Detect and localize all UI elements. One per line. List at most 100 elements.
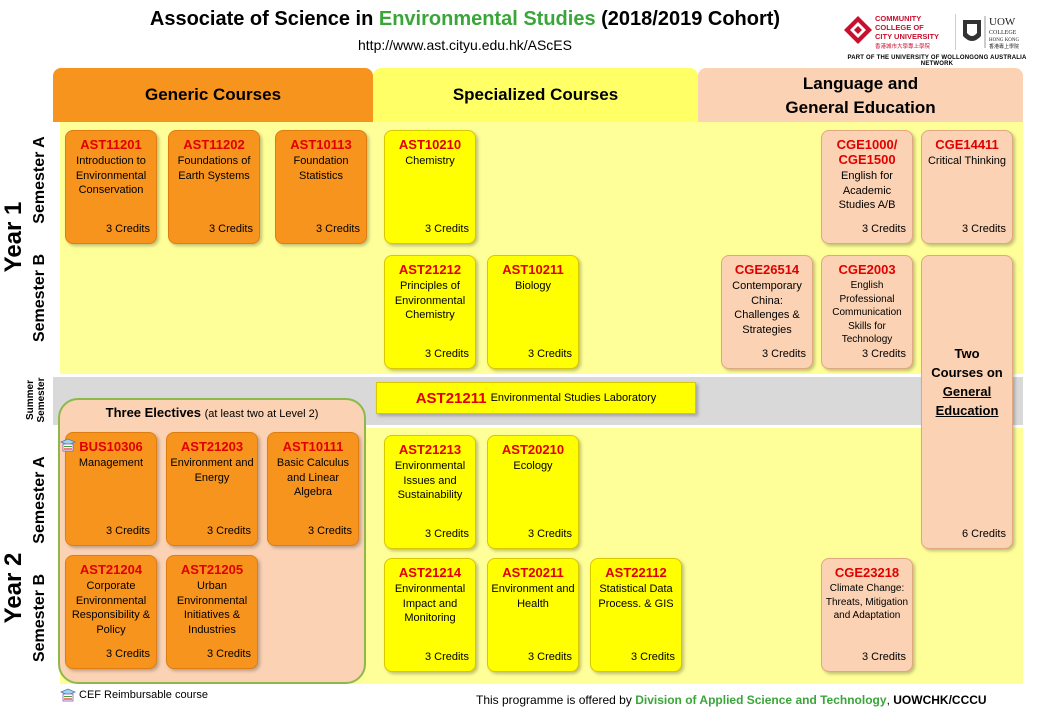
course-name: English Professional Communication Skill…: [832, 280, 902, 345]
ge-line3: General: [942, 384, 992, 399]
course-credits: 3 Credits: [424, 348, 469, 360]
course-name: Statistical Data Process. & GIS: [598, 583, 674, 610]
course-name: Management: [78, 457, 144, 469]
cccu-logo: COMMUNITY COLLEGE OF CITY UNIVERSITY 香港城…: [842, 12, 942, 52]
course-card[interactable]: CGE2003 English Professional Communicati…: [821, 255, 913, 369]
course-credits: 3 Credits: [206, 648, 251, 660]
svg-text:UOW: UOW: [989, 16, 1016, 28]
course-name: Foundation Statistics: [293, 155, 349, 182]
cccu-emblem-icon: COMMUNITY COLLEGE OF CITY UNIVERSITY 香港城…: [844, 14, 939, 50]
title-prefix: Associate of Science in: [149, 8, 374, 30]
course-credits: 3 Credits: [961, 223, 1006, 235]
course-card[interactable]: AST21205 Urban Environmental Initiatives…: [166, 555, 258, 669]
course-code: AST21212: [398, 262, 462, 277]
year1-semester-a-label: Semester A: [31, 136, 48, 224]
course-code: CGE26514: [734, 262, 800, 277]
svg-text:COLLEGE OF: COLLEGE OF: [875, 23, 924, 32]
course-card[interactable]: AST11201 Introduction to Environmental C…: [65, 130, 157, 244]
summer-semester-label: Summer Semester: [25, 377, 47, 422]
ge-line4: Education: [935, 403, 999, 418]
course-credits: 3 Credits: [861, 651, 906, 663]
course-name: Biology: [514, 280, 552, 292]
course-credits: 3 Credits: [105, 223, 150, 235]
course-card[interactable]: AST10111 Basic Calculus and Linear Algeb…: [267, 432, 359, 546]
svg-text:COMMUNITY: COMMUNITY: [875, 14, 921, 23]
course-code: AST10210: [398, 137, 462, 152]
course-card[interactable]: AST21213 Environmental Issues and Sustai…: [384, 435, 476, 549]
course-name: Urban Environmental Initiatives & Indust…: [176, 580, 248, 636]
header-generic-courses: Generic Courses: [53, 68, 373, 122]
course-credits: 3 Credits: [307, 525, 352, 537]
course-credits: 3 Credits: [424, 651, 469, 663]
general-education-card[interactable]: Two Courses on General Education 6 Credi…: [921, 255, 1013, 549]
course-credits: 3 Credits: [206, 525, 251, 537]
course-card[interactable]: AST22112 Statistical Data Process. & GIS…: [590, 558, 682, 672]
course-card[interactable]: AST21203 Environment and Energy 3 Credit…: [166, 432, 258, 546]
course-code: AST20210: [501, 442, 565, 457]
course-card[interactable]: AST10113 Foundation Statistics 3 Credits: [275, 130, 367, 244]
programme-url[interactable]: http://www.ast.cityu.edu.hk/AScES: [358, 37, 572, 53]
course-code: AST11201: [80, 137, 142, 152]
year1-label: Year 1: [0, 201, 27, 273]
header-lang-line2: General Education: [785, 98, 936, 117]
course-card[interactable]: CGE1000/ CGE1500 English for Academic St…: [821, 130, 913, 244]
course-card[interactable]: CGE14411 Critical Thinking 3 Credits: [921, 130, 1013, 244]
course-name: Corporate Environmental Responsibility &…: [71, 580, 151, 636]
svg-text:香港城市大學專上學院: 香港城市大學專上學院: [875, 42, 931, 50]
course-credits: 3 Credits: [315, 223, 360, 235]
course-code: AST10211: [502, 262, 564, 277]
course-name: Environmental Studies Laboratory: [490, 392, 657, 404]
header-generic-label: Generic Courses: [144, 85, 282, 104]
course-card[interactable]: CGE23218 Climate Change: Threats, Mitiga…: [821, 558, 913, 672]
title-highlight: Environmental Studies: [378, 8, 596, 30]
summer-label-line2: Semester: [36, 377, 47, 423]
footer-note: This programme is offered by Division of…: [476, 693, 987, 707]
footer-prefix: This programme is offered by: [476, 693, 632, 707]
course-code: AST21205: [180, 562, 244, 577]
year2-label: Year 2: [0, 552, 27, 624]
course-card[interactable]: AST21212 Principles of Environmental Che…: [384, 255, 476, 369]
course-code: AST21211: [415, 389, 487, 407]
svg-text:COLLEGE: COLLEGE: [989, 30, 1017, 36]
course-code: CGE1000/ CGE1500: [836, 137, 898, 167]
svg-text:HONG KONG: HONG KONG: [989, 38, 1020, 43]
course-code: AST21204: [79, 562, 143, 577]
course-name: Principles of Environmental Chemistry: [394, 280, 466, 321]
uow-crest-icon: UOW COLLEGE HONG KONG 香港專上學院: [954, 14, 1020, 50]
svg-text:香港專上學院: 香港專上學院: [989, 43, 1019, 50]
footer-division-link[interactable]: Division of Applied Science and Technolo…: [635, 693, 887, 707]
course-card[interactable]: CGE26514 Contemporary China: Challenges …: [721, 255, 813, 369]
course-code: AST21203: [180, 439, 244, 454]
course-code: AST10111: [282, 439, 344, 454]
course-credits: 3 Credits: [861, 223, 906, 235]
year2-semester-b-label: Semester B: [31, 573, 48, 663]
electives-subtitle: (at least two at Level 2): [204, 408, 319, 420]
year1-semester-b-label: Semester B: [31, 253, 48, 343]
course-card[interactable]: AST21204 Corporate Environmental Respons…: [65, 555, 157, 669]
course-card[interactable]: AST10210 Chemistry 3 Credits: [384, 130, 476, 244]
course-code: AST10113: [290, 137, 352, 152]
header-specialized-courses: Specialized Courses: [373, 68, 698, 122]
course-code: AST20211: [502, 565, 564, 580]
course-card[interactable]: BUS10306 Management 3 Credits: [65, 432, 157, 546]
course-credits: 3 Credits: [424, 528, 469, 540]
course-card[interactable]: AST10211 Biology 3 Credits: [487, 255, 579, 369]
ge-description: Two Courses on General Education: [925, 344, 1009, 420]
course-credits: 3 Credits: [527, 348, 572, 360]
course-card[interactable]: AST21214 Environmental Impact and Monito…: [384, 558, 476, 672]
summer-lab-course[interactable]: AST21211 Environmental Studies Laborator…: [376, 382, 696, 414]
course-code: CGE23218: [834, 565, 900, 580]
course-name: Chemistry: [405, 155, 455, 167]
course-card[interactable]: AST11202 Foundations of Earth Systems 3 …: [168, 130, 260, 244]
course-credits: 3 Credits: [761, 348, 806, 360]
course-card[interactable]: AST20210 Ecology 3 Credits: [487, 435, 579, 549]
course-credits: 6 Credits: [961, 528, 1006, 540]
course-code: CGE2003: [838, 262, 896, 277]
header-language-ge: Language and General Education: [698, 68, 1023, 122]
title-suffix: (2018/2019 Cohort): [601, 8, 781, 30]
course-card[interactable]: AST20211 Environment and Health 3 Credit…: [487, 558, 579, 672]
course-name: Ecology: [513, 460, 553, 472]
course-name: Environment and Energy: [170, 457, 254, 484]
uow-logo: UOW COLLEGE HONG KONG 香港專上學院: [954, 12, 1030, 52]
summer-label-line1: Summer: [25, 380, 36, 421]
